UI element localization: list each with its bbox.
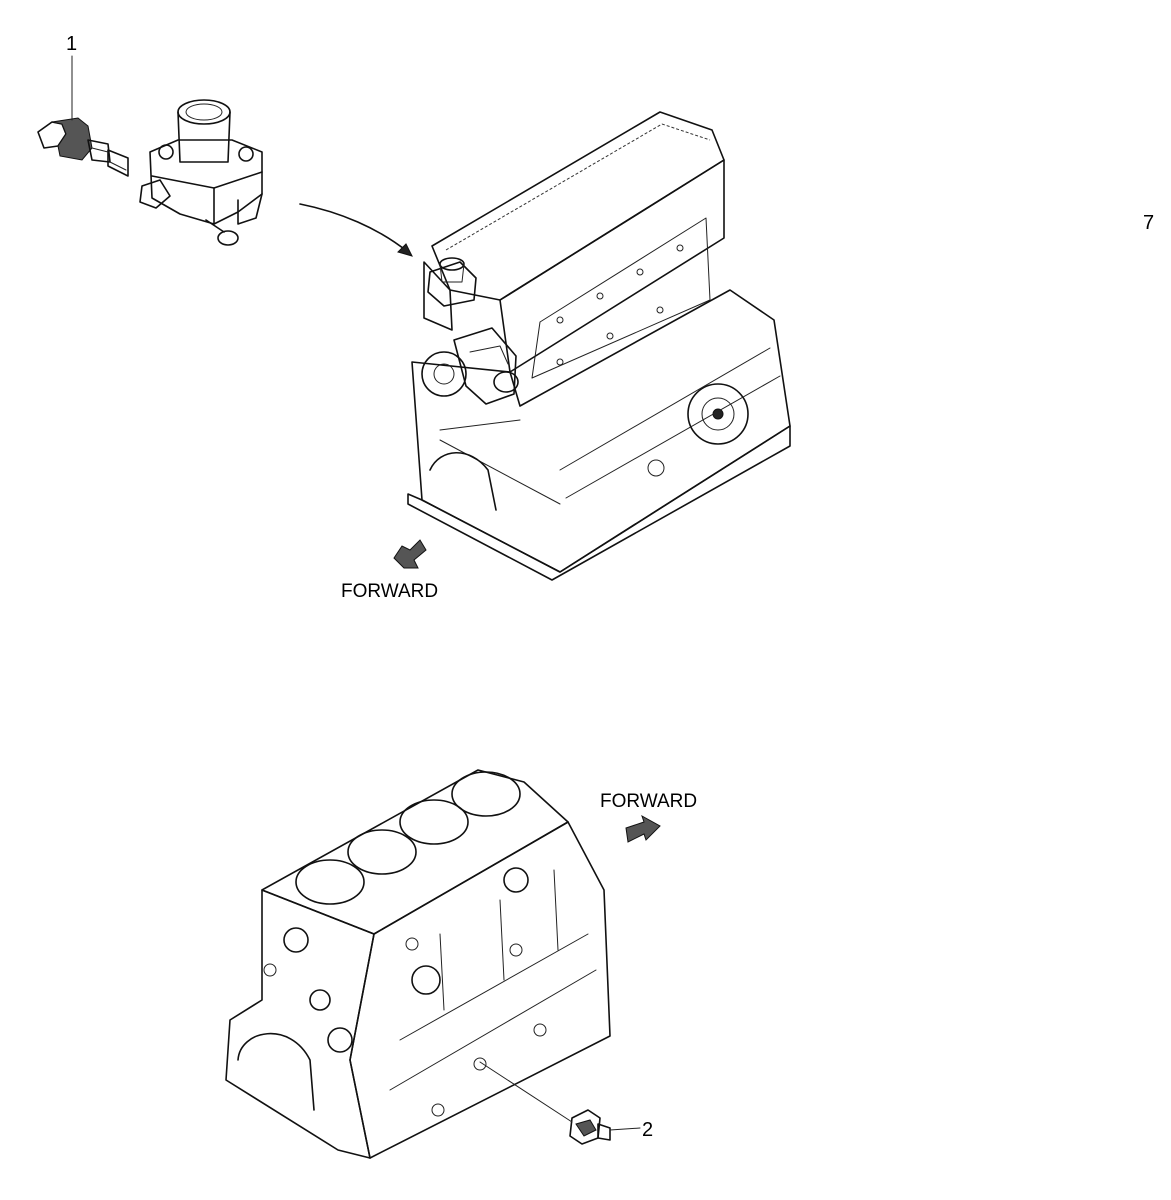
engine-assembly-top <box>407 111 791 581</box>
temperature-sensor-part-1 <box>37 117 129 177</box>
arrow-right-icon <box>625 814 661 843</box>
thermostat-housing <box>139 99 263 246</box>
callout-part-2: 2 <box>642 1119 654 1141</box>
installation-arrow <box>299 203 413 257</box>
page-number: 7 <box>1143 212 1155 234</box>
callout-part-1: 1 <box>66 33 78 55</box>
cylinder-block-bottom <box>225 769 611 1159</box>
forward-label-bottom: FORWARD <box>600 791 698 812</box>
arrow-down-left-icon <box>393 539 427 569</box>
leader-line-part-2 <box>609 1127 641 1131</box>
forward-label-top: FORWARD <box>341 581 439 602</box>
install-line-part-2 <box>479 1061 573 1123</box>
oil-pressure-switch-part-2 <box>569 1109 611 1145</box>
